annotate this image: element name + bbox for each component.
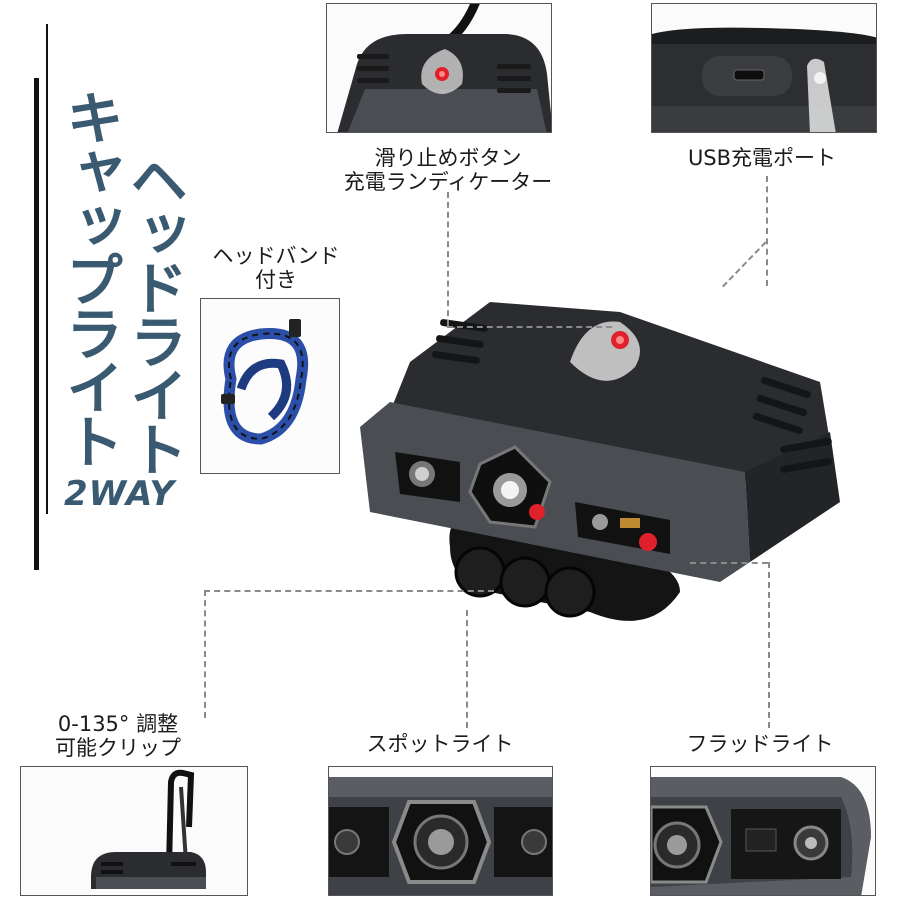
- anti-slip-caption: 滑り止めボタン 充電ランディケーター: [318, 146, 578, 194]
- leader-anti-slip-vertical: [447, 192, 449, 326]
- usb-caption: USB充電ポート: [687, 146, 837, 170]
- leader-flood-vertical: [768, 562, 770, 728]
- leader-anti-slip-horizontal: [447, 326, 612, 328]
- leader-clip-horizontal: [204, 590, 494, 592]
- clip-caption-line1: 0-135° 調整: [57, 712, 179, 736]
- clip-photo: [20, 766, 248, 896]
- title-2way-tag: 2WAY: [64, 474, 175, 514]
- anti-slip-caption-line1: 滑り止めボタン: [374, 146, 522, 170]
- clip-caption: 0-135° 調整 可能クリップ: [28, 712, 208, 760]
- headlamp-main-photo: [350, 292, 845, 637]
- leader-usb-vertical: [766, 176, 768, 286]
- title-line-head-light: ヘッドライト: [120, 150, 188, 474]
- leader-usb-diagonal: [722, 241, 767, 288]
- flood-caption: フラッドライト: [686, 732, 834, 756]
- spot-caption: スポットライト: [366, 732, 514, 756]
- anti-slip-caption-line2: 充電ランディケーター: [343, 170, 553, 194]
- flood-light-photo: [650, 766, 876, 896]
- headband-caption-line1: ヘッドバンド: [212, 244, 340, 268]
- leader-clip-vertical: [204, 590, 206, 718]
- leader-spot-vertical: [466, 610, 468, 728]
- spot-light-photo: [328, 766, 553, 896]
- title-rule-right: [46, 24, 48, 514]
- title-rule-left: [34, 78, 39, 570]
- headband-caption: ヘッドバンド 付き: [196, 244, 356, 292]
- clip-caption-line2: 可能クリップ: [55, 736, 181, 760]
- leader-flood-horizontal: [690, 562, 768, 564]
- title-line-cap-light: キャップライト: [56, 88, 124, 466]
- anti-slip-button-photo: [326, 3, 552, 133]
- usb-port-photo: [651, 3, 877, 133]
- headband-photo: [200, 298, 340, 474]
- headband-caption-line2: 付き: [255, 268, 297, 292]
